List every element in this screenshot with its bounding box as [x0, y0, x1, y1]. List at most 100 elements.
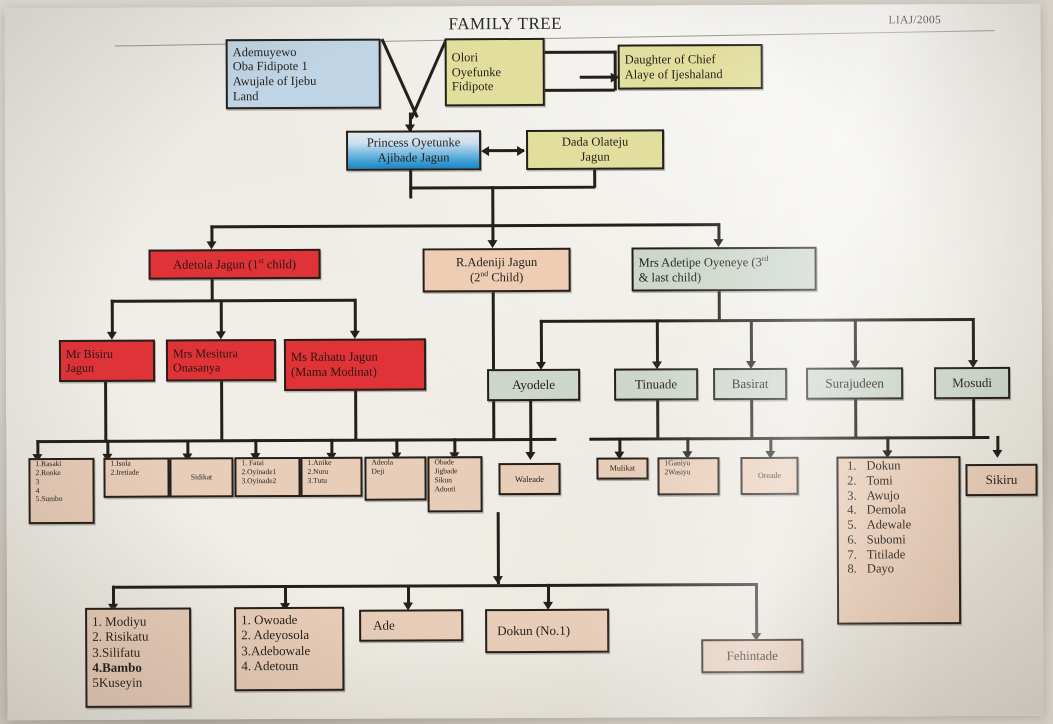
- node-rasaki-group[interactable]: 1.Rasaki 2.Ronke 3 4 5.Sumbo: [28, 457, 95, 525]
- node-fatai-list: 1. Fatai 2.Oyinade1 3.Oyinade2: [241, 458, 277, 485]
- node-olori-text: Olori Oyefunke Fidipote: [451, 50, 502, 94]
- node-mosudi[interactable]: Mosudi: [934, 366, 1011, 400]
- node-fehintade[interactable]: Fehintade: [701, 638, 804, 674]
- node-ganiyu-list: 1Ganiyu 2Wasiyu: [664, 458, 691, 477]
- node-rasaki-list: 1.Rasaki 2.Ronke 3 4 5.Sumbo: [35, 459, 63, 504]
- node-ayodele[interactable]: Ayodele: [487, 368, 581, 402]
- dokun-list-item: 2.Tomi: [843, 473, 953, 488]
- node-rahatu-text: Ms Rahatu Jagun (Mama Modinat): [290, 349, 378, 380]
- dokun-list-item-number: 5.: [847, 517, 857, 532]
- node-basirat[interactable]: Basirat: [713, 367, 788, 401]
- node-ms-rahatu-jagun[interactable]: Ms Rahatu Jagun (Mama Modinat): [283, 338, 427, 392]
- node-obade-group[interactable]: Obade Jigbade Sikun Adooti: [427, 456, 483, 513]
- dokun-list-item-name: Adewale: [866, 517, 912, 532]
- dokun-list-item-name: Subomi: [866, 532, 906, 547]
- connector-olori-bracket-right: [613, 50, 617, 91]
- family-tree-sheet: FAMILY TREE LIAJ/2005 Ademuyewo Oba Fidi…: [4, 3, 1044, 721]
- document-code: LIAJ/2005: [888, 14, 942, 27]
- dokun-list-item: 5. Adewale: [844, 517, 954, 532]
- connector-bisiru-down: [104, 381, 107, 442]
- dokun-list-item: 3. Awujo: [844, 488, 954, 503]
- node-fatai-group[interactable]: 1. Fatai 2.Oyinade1 3.Oyinade2: [234, 456, 301, 498]
- connector-adetola-down: [210, 279, 214, 302]
- connector-gen3-stem: [491, 186, 494, 227]
- dokun-list-item-name: Titilade: [866, 546, 906, 562]
- node-r-adeniji-jagun[interactable]: R.Adeniji Jagun (2nd Child): [422, 247, 571, 293]
- connector-tan-bus-left: [36, 437, 557, 443]
- connector-bottom-drop-5: [754, 582, 758, 635]
- node-oreade-text: Oreade: [757, 471, 782, 481]
- connector-green-drop-4: [853, 318, 857, 365]
- node-adetola-jagun[interactable]: Adetola Jagun (1st child): [148, 248, 321, 280]
- dokun-list-item-number: 6.: [847, 532, 857, 547]
- connector-adetipe-down: [717, 291, 721, 322]
- node-sidikat[interactable]: Sidikat: [169, 457, 234, 498]
- node-sikiru[interactable]: Sikiru: [965, 463, 1038, 497]
- node-modiyu-list: 1. Modiyu 2. Risikatu 3.Silifatu 4.Bambo…: [92, 613, 149, 691]
- arrow-bottom-bus-feed: [492, 576, 503, 585]
- connector-bottom-bus: [111, 582, 757, 589]
- node-oreade[interactable]: Oreade: [740, 456, 799, 496]
- dokun-list-item-name: Dayo: [866, 561, 895, 576]
- node-mulikat-text: Mulikat: [609, 463, 636, 473]
- connector-rahatu-down: [354, 390, 357, 441]
- connector-green-drop-2: [655, 319, 659, 366]
- node-ademuyewo[interactable]: Ademuyewo Oba Fidipote 1 Awujale of Ijeb…: [225, 38, 381, 110]
- dokun-list-item-name: Awujo: [866, 487, 900, 503]
- connector-green-drop-5: [971, 318, 975, 365]
- connector-green-drop-3: [749, 319, 753, 366]
- node-waleade[interactable]: Waleade: [498, 462, 561, 496]
- dokun-list-item-name: Demola: [866, 502, 907, 517]
- node-princess-oyetunke[interactable]: Princess Oyetunke Ajibade Jagun: [345, 130, 482, 171]
- dokun-list-item-number: 1.: [847, 458, 857, 473]
- node-sikiru-text: Sikiru: [985, 472, 1018, 488]
- node-mrs-adetipe-oyeneye[interactable]: Mrs Adetipe Oyeneye (3rd & last child): [631, 246, 817, 292]
- node-owoade-group[interactable]: 1. Owoade 2. Adeyosola 3.Adebowale 4. Ad…: [234, 606, 345, 692]
- node-bisiru-text: Mr Bisiru Jagun: [65, 346, 114, 375]
- node-dada-olateju[interactable]: Dada Olateju Jagun: [525, 129, 665, 170]
- arrow-dada-right: [517, 145, 526, 157]
- arrow-gen3-adetipe: [713, 239, 724, 248]
- node-modiyu-group[interactable]: 1. Modiyu 2. Risikatu 3.Silifatu 4.Bambo…: [85, 607, 192, 708]
- node-mrs-mesitura-onasanya[interactable]: Mrs Mesitura Onasanya: [165, 339, 277, 382]
- node-adeola-group[interactable]: Adeola Deji: [364, 456, 427, 501]
- node-ade[interactable]: Ade: [359, 609, 464, 642]
- dokun-list-item-number: 4.: [847, 502, 857, 517]
- node-adetipe-text: Mrs Adetipe Oyeneye (3rd & last child): [638, 253, 769, 285]
- node-fehintade-text: Fehintade: [726, 648, 778, 664]
- node-mulikat[interactable]: Mulikat: [596, 457, 649, 480]
- node-ganiyu-group[interactable]: 1Ganiyu 2Wasiyu: [657, 457, 720, 496]
- dokun-list-item: 1.Dokun: [843, 458, 953, 473]
- node-tinuade[interactable]: Tinuade: [614, 368, 699, 401]
- node-ademuyewo-text: Ademuyewo Oba Fidipote 1 Awujale of Ijeb…: [232, 44, 317, 104]
- connector-v-right-leg: [409, 39, 447, 120]
- dokun-list-item: 6. Subomi: [844, 532, 954, 547]
- connector-red-drop-1: [110, 299, 114, 336]
- arrow-red-rahatu: [349, 330, 360, 339]
- dokun-list-item-number: 3.: [847, 488, 857, 503]
- node-daughter-of-chief[interactable]: Daughter of Chief Alaye of Ijeshaland: [617, 43, 763, 90]
- node-anike-group[interactable]: 1.Anike 2.Nuru 3.Tutu: [300, 456, 363, 497]
- node-dokun-no1[interactable]: Dokun (No.1): [485, 608, 610, 654]
- node-adetola-text: Adetola Jagun (1st child): [173, 256, 297, 272]
- node-tinuade-text: Tinuade: [634, 376, 678, 392]
- node-isola-group[interactable]: 1.Isola 2.Iretiade: [103, 457, 170, 498]
- node-mr-bisiru-jagun[interactable]: Mr Bisiru Jagun: [58, 339, 156, 383]
- connector-basirat-down: [750, 400, 753, 439]
- dokun-list-item: 4. Demola: [844, 502, 954, 517]
- arrow-gen3-radeniji: [487, 240, 498, 249]
- dokun-list-item-name: Tomi: [866, 473, 893, 488]
- node-olori-oyefunke[interactable]: Olori Oyefunke Fidipote: [444, 37, 545, 107]
- node-dada-text: Dada Olateju Jagun: [561, 134, 629, 164]
- node-ayodele-text: Ayodele: [512, 377, 556, 393]
- node-surajudeen-text: Surajudeen: [825, 375, 884, 392]
- connector-green-drop-1: [539, 319, 543, 366]
- node-surajudeen[interactable]: Surajudeen: [806, 367, 904, 400]
- connector-tan-bus-right: [589, 435, 990, 441]
- node-anike-list: 1.Anike 2.Nuru 3.Tutu: [307, 457, 332, 485]
- connector-radeniji-down: [491, 292, 495, 441]
- connector-tinuade-down: [656, 400, 659, 439]
